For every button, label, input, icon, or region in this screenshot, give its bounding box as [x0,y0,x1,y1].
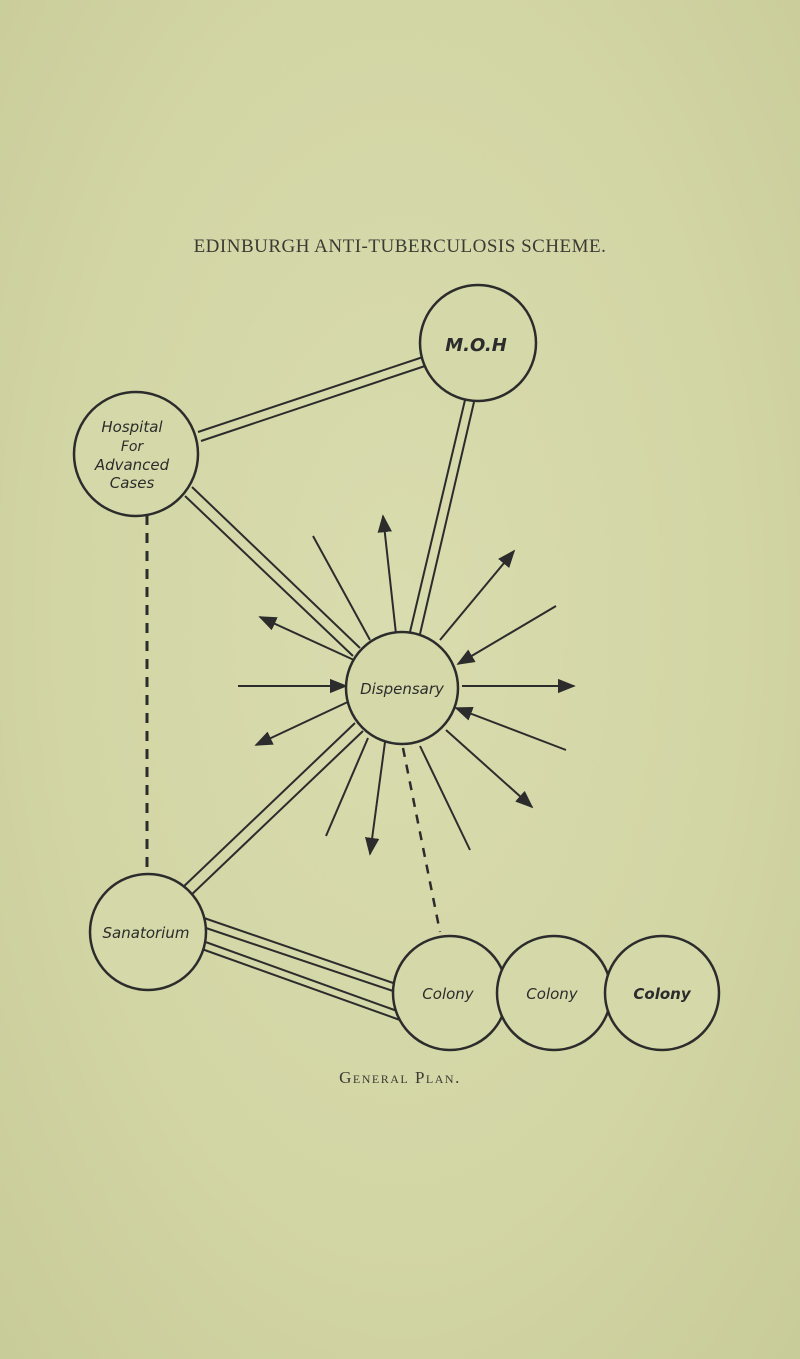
label-hospital-line-4: Cases [110,474,155,492]
arrow-up [377,514,397,635]
link-sanatorium-colony [203,917,403,987]
node-moh [418,283,538,403]
label-hospital-line-1: Hospital [101,418,163,436]
arrow-in-upper-right [456,605,557,665]
link-hospital-moh [197,355,427,433]
dotted-link-dispensary-colony [401,747,442,933]
diagram-caption: General Plan. [339,1068,461,1087]
link-dispensary-sanatorium [187,730,364,899]
arrow-down-left [254,699,353,746]
link-sanatorium-colony [199,939,401,1013]
label-dispensary: Dispensary [360,680,445,698]
diagram-title: EDINBURGH ANTI-TUBERCULOSIS SCHEME. [193,236,607,257]
arrow-up-left [258,616,355,661]
arrow-down-right [445,729,534,809]
link-dispensary-sanatorium [179,722,356,891]
link-moh-dispensary [419,401,475,635]
node-colony-3 [603,934,721,1052]
arrow-up-right [439,549,516,641]
arrow-in-lower-right [454,707,567,751]
arrow-down [365,741,386,856]
link-sanatorium-colony [202,926,403,995]
label-sanatorium: Sanatorium [103,924,190,942]
link-moh-dispensary [409,399,466,633]
label-colony-3: Colony [633,985,691,1003]
link-hospital-dispensary [191,486,361,649]
node-hospital [72,390,200,518]
label-hospital-line-3: Advanced [94,456,170,474]
link-sanatorium-colony [198,947,401,1021]
node-sanatorium [88,872,208,992]
link-hospital-moh [200,364,429,442]
spoke-upper-left [312,535,371,641]
node-dispensary [344,630,460,746]
label-colony-2: Colony [526,985,579,1003]
spoke-lower-right [419,745,471,851]
spoke-lower-left [325,737,369,837]
label-moh: M.O.H [445,335,507,356]
label-colony-1: Colony [422,985,475,1003]
link-hospital-dispensary [184,495,354,657]
label-hospital-line-2: For [121,439,145,455]
